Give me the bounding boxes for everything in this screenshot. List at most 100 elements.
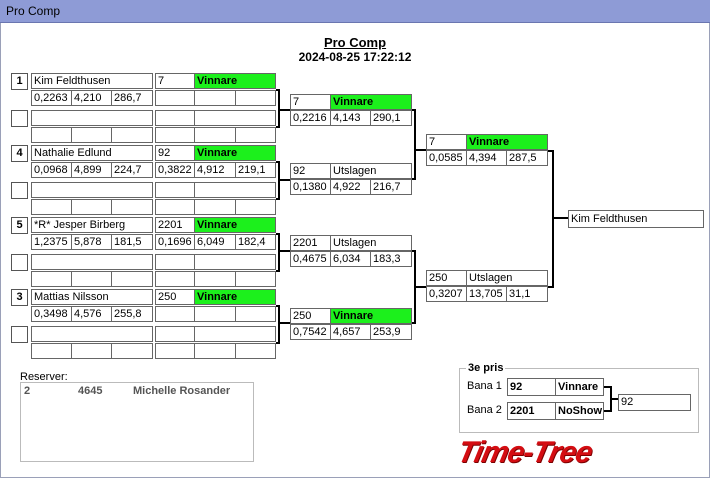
racer-checkbox[interactable] <box>11 110 28 127</box>
bracket-line <box>610 398 618 400</box>
racer-name-empty[interactable] <box>31 182 153 198</box>
reserver-list[interactable]: 2 4645 Michelle Rosander <box>20 382 254 462</box>
status-empty <box>194 182 276 198</box>
bracket-line <box>414 149 426 151</box>
r2-speed: 253,9 <box>370 324 412 340</box>
racer-speed: 224,7 <box>111 162 153 178</box>
bracket-line <box>276 270 279 272</box>
racer-reaction-empty <box>31 127 72 143</box>
lane-number: 7 <box>155 73 195 89</box>
racer-et-empty <box>71 127 112 143</box>
reserver-name: Michelle Rosander <box>133 385 231 397</box>
status-empty <box>194 254 276 270</box>
r3-speed: 31,1 <box>506 286 548 302</box>
page-datetime: 2024-08-25 17:22:12 <box>298 50 412 64</box>
racer-checkbox[interactable] <box>11 326 28 343</box>
bracket-line <box>276 233 279 235</box>
racer-et-empty <box>71 271 112 287</box>
bracket-line <box>552 217 568 219</box>
racer-checkbox[interactable] <box>11 254 28 271</box>
bracket-line <box>276 198 279 200</box>
status-badge: Vinnare <box>330 94 412 110</box>
bracket-line <box>414 286 426 288</box>
r2-lane: 250 <box>290 308 331 324</box>
status-empty <box>194 110 276 126</box>
bracket-line <box>276 342 279 344</box>
lane-reaction: 0,1696 <box>155 234 195 250</box>
racer-name[interactable]: *R* Jesper Birberg <box>31 217 153 233</box>
r2-reaction: 0,1380 <box>290 179 331 195</box>
time-tree-logo: Time-Tree <box>454 436 595 469</box>
r3-reaction: 0,3207 <box>426 286 467 302</box>
racer-name-empty[interactable] <box>31 254 153 270</box>
lane-et-empty <box>194 343 236 359</box>
bracket-line <box>278 250 290 252</box>
seed-badge: 1 <box>11 73 28 90</box>
status-badge: Utslagen <box>330 163 412 179</box>
racer-speed: 255,8 <box>111 306 153 322</box>
lane-reaction-empty <box>155 271 195 287</box>
status-empty <box>194 326 276 342</box>
r2-et: 4,143 <box>330 110 371 126</box>
status-badge: Utslagen <box>466 270 548 286</box>
lane-reaction-empty <box>155 199 195 215</box>
r2-lane: 7 <box>290 94 331 110</box>
racer-reaction-empty <box>31 199 72 215</box>
racer-speed-empty <box>111 199 153 215</box>
reserver-label: Reserver: <box>20 371 68 383</box>
bracket-line <box>278 305 280 344</box>
r2-speed: 216,7 <box>370 179 412 195</box>
bracket-line <box>414 109 416 180</box>
bracket-line <box>278 322 290 324</box>
bana1-label: Bana 1 <box>467 380 502 392</box>
racer-name[interactable]: Kim Feldthusen <box>31 73 153 89</box>
r2-et: 6,034 <box>330 251 371 267</box>
third-place-label: 3e pris <box>466 362 506 374</box>
lane-number: 250 <box>155 289 195 305</box>
bracket-line <box>276 89 279 91</box>
lane-number-empty <box>155 254 195 270</box>
lane-et: 4,912 <box>194 162 236 178</box>
racer-speed-empty <box>111 271 153 287</box>
bana1-number: 92 <box>507 378 556 396</box>
lane-number-empty <box>155 326 195 342</box>
r2-lane: 92 <box>290 163 331 179</box>
third-place-group <box>459 368 699 433</box>
lane-number-empty <box>155 182 195 198</box>
racer-speed: 286,7 <box>111 90 153 106</box>
racer-et: 4,576 <box>71 306 112 322</box>
bracket-line <box>278 233 280 272</box>
seed-badge: 5 <box>11 217 28 234</box>
racer-checkbox[interactable] <box>11 182 28 199</box>
r3-lane: 250 <box>426 270 467 286</box>
lane-speed <box>235 90 276 106</box>
racer-name-empty[interactable] <box>31 326 153 342</box>
bracket-line <box>278 89 280 128</box>
lane-reaction: 0,3822 <box>155 162 195 178</box>
r2-reaction: 0,7542 <box>290 324 331 340</box>
lane-speed-empty <box>235 271 276 287</box>
r2-reaction: 0,4675 <box>290 251 331 267</box>
r2-speed: 290,1 <box>370 110 412 126</box>
racer-reaction: 0,3498 <box>31 306 72 322</box>
bracket-line <box>552 150 554 288</box>
status-badge: Vinnare <box>466 134 548 150</box>
r3-lane: 7 <box>426 134 467 150</box>
bana1-status: Vinnare <box>555 378 604 396</box>
status-badge: Vinnare <box>194 217 276 233</box>
bracket-line <box>276 161 279 163</box>
racer-et-empty <box>71 199 112 215</box>
lane-number: 2201 <box>155 217 195 233</box>
status-badge: Vinnare <box>330 308 412 324</box>
lane-speed <box>235 306 276 322</box>
racer-reaction: 0,2263 <box>31 90 72 106</box>
racer-name-empty[interactable] <box>31 110 153 126</box>
racer-reaction: 1,2375 <box>31 234 72 250</box>
bracket-line <box>278 109 290 111</box>
racer-reaction-empty <box>31 271 72 287</box>
racer-name[interactable]: Nathalie Edlund <box>31 145 153 161</box>
r2-et: 4,922 <box>330 179 371 195</box>
racer-name[interactable]: Mattias Nilsson <box>31 289 153 305</box>
racer-reaction-empty <box>31 343 72 359</box>
window-titlebar[interactable]: Pro Comp <box>0 0 710 23</box>
